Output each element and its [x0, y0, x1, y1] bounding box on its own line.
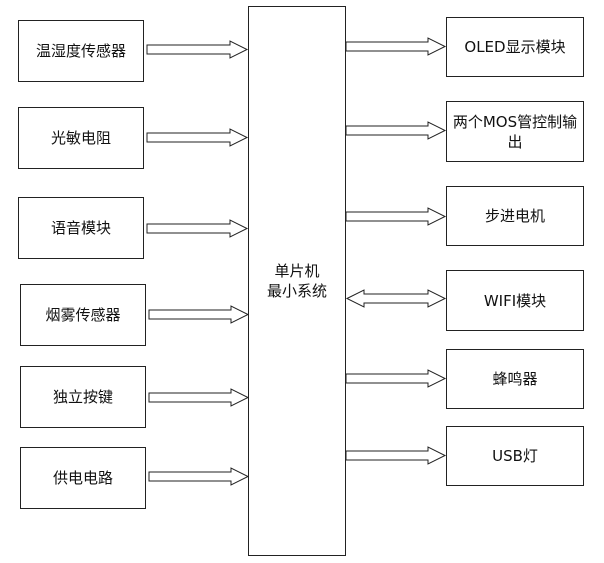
output-stepper-motor: 步进电机: [446, 186, 584, 246]
output-oled-display: OLED显示模块: [446, 17, 584, 77]
arrow-voice-to-mcu: [146, 219, 249, 238]
input-label: 温湿度传感器: [35, 42, 126, 60]
arrow-mcu-to-buzzer: [345, 369, 447, 388]
arrow-temp-humidity-to-mcu: [146, 40, 249, 59]
arrow-power-to-mcu: [148, 467, 250, 486]
input-temp-humidity-sensor: 温湿度传感器: [18, 20, 144, 82]
output-label: 步进电机: [484, 207, 545, 225]
output-wifi-module: WIFI模块: [446, 270, 584, 331]
input-voice-module: 语音模块: [18, 197, 144, 259]
output-label: WIFI模块: [483, 291, 547, 310]
input-label: 烟雾传感器: [45, 306, 121, 324]
output-label: OLED显示模块: [464, 38, 566, 56]
arrow-mcu-to-oled: [345, 37, 447, 56]
output-label: USB灯: [492, 447, 538, 465]
input-label: 独立按键: [52, 388, 113, 406]
input-label: 光敏电阻: [50, 129, 111, 147]
mcu-label: 单片机 最小系统: [266, 262, 327, 300]
input-label: 供电电路: [52, 469, 113, 487]
output-buzzer: 蜂鸣器: [446, 349, 584, 409]
mcu-minimum-system-box: 单片机 最小系统: [248, 6, 346, 556]
input-independent-keys: 独立按键: [20, 366, 146, 428]
output-label: 蜂鸣器: [492, 370, 538, 388]
arrow-mcu-to-stepper: [345, 207, 447, 226]
input-smoke-sensor: 烟雾传感器: [20, 284, 146, 346]
arrow-mcu-to-usb-light: [345, 446, 447, 465]
input-power-supply-circuit: 供电电路: [20, 447, 146, 509]
output-mos-control: 两个MOS管控制输出: [446, 101, 584, 162]
input-photoresistor: 光敏电阻: [18, 107, 144, 169]
arrow-photoresistor-to-mcu: [146, 128, 249, 147]
arrow-keys-to-mcu: [148, 388, 250, 407]
output-label: 两个MOS管控制输出: [452, 112, 578, 151]
input-label: 语音模块: [50, 219, 111, 237]
arrow-mcu-to-mos: [345, 121, 447, 140]
output-usb-light: USB灯: [446, 426, 584, 486]
arrow-mcu-wifi-bidirectional: [345, 289, 447, 308]
arrow-smoke-to-mcu: [148, 305, 250, 324]
